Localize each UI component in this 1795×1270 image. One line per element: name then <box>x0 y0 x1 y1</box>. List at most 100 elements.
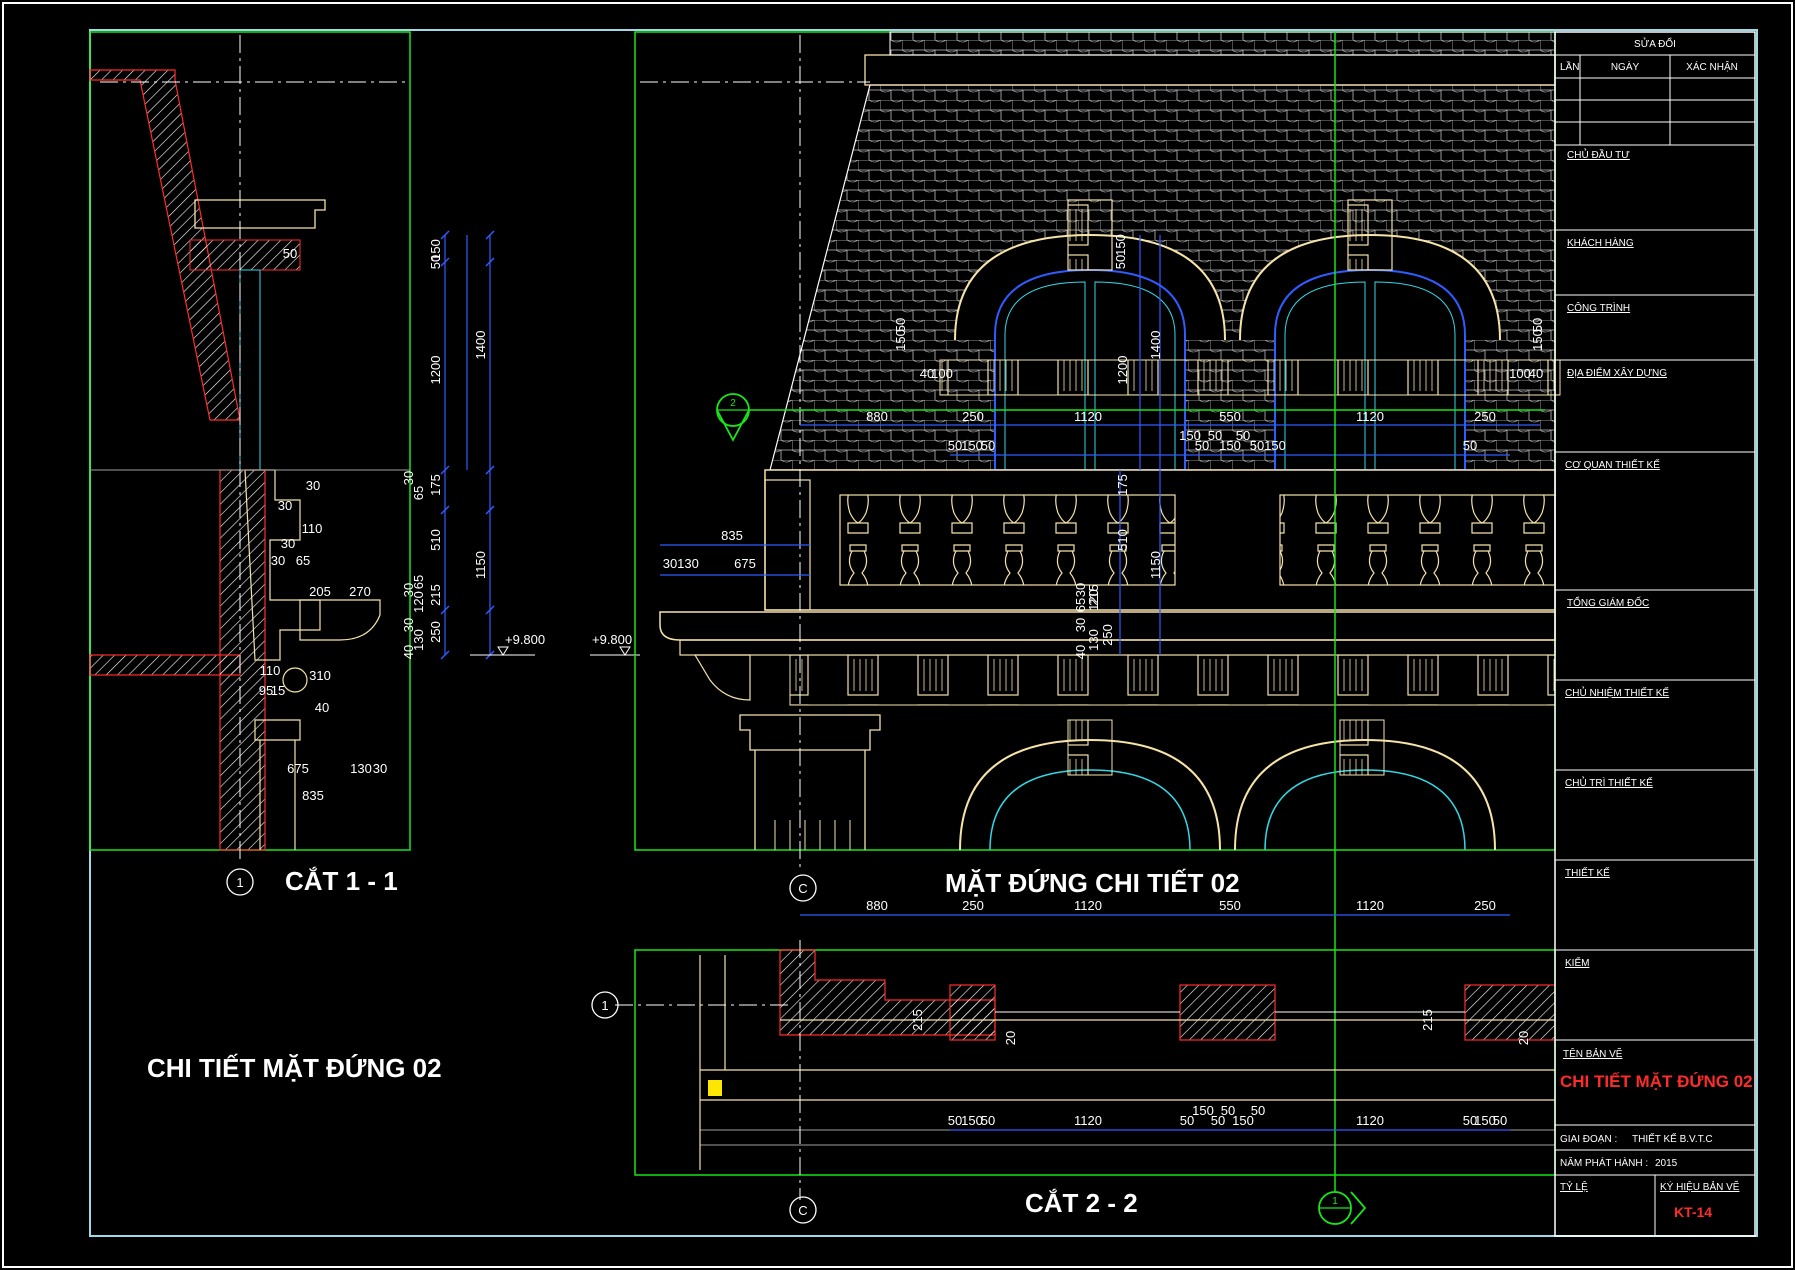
tb-rev-col-1: LẦN <box>1560 60 1579 73</box>
dim-label: 50 <box>1180 1113 1194 1128</box>
dim-label: 50 <box>283 246 297 261</box>
dim-label: 130 <box>411 629 426 651</box>
tb-rev-col-3: XÁC NHẬN <box>1686 60 1738 73</box>
dim-label: 30 <box>1073 583 1088 597</box>
tb-field: KIỂM <box>1565 956 1589 969</box>
dim-label: 150 <box>1192 1103 1214 1118</box>
tb-code-label: KÝ HIỆU BẢN VẼ <box>1660 1180 1740 1193</box>
dim-label: 1200 <box>428 356 443 385</box>
tb-revision-header: SỬA ĐỔI <box>1634 37 1676 50</box>
dim-label: 1120 <box>1356 1113 1384 1128</box>
tb-scale-label: TỶ LỆ <box>1560 1180 1588 1193</box>
dim-label: 150 <box>1530 329 1545 351</box>
dim-label: 175 <box>1115 474 1130 496</box>
dim-label: 150 <box>1179 428 1201 443</box>
level-mark-section: +9.800 <box>470 632 545 656</box>
section-marker-1: 1 <box>1318 1191 1367 1225</box>
dim-label: 30 <box>281 536 295 551</box>
tb-year-label: NĂM PHÁT HÀNH : <box>1560 1156 1648 1169</box>
dim-label: 150 <box>428 239 443 261</box>
dim-label: 835 <box>721 528 743 543</box>
dim-label: 50 <box>1250 438 1264 453</box>
dim-label: 1150 <box>473 551 488 579</box>
dim-label: 30 <box>1073 618 1088 632</box>
dim-label: 215 <box>1420 1009 1435 1031</box>
dim-label: 120 <box>411 591 426 613</box>
tb-drawing-name-label: TÊN BẢN VẼ <box>1563 1047 1623 1060</box>
dim-label: 215 <box>428 584 443 606</box>
dim-label: 130 <box>350 761 372 776</box>
dim-label: 50 <box>1211 1113 1225 1128</box>
dim-label: 150 <box>961 438 983 453</box>
grid-bubble-label: 1 <box>601 998 608 1013</box>
dim-label: 40 <box>401 645 416 659</box>
dim-label: 150 <box>1474 1113 1496 1128</box>
dim-label: 270 <box>349 584 371 599</box>
dim-label: 880 <box>866 409 888 424</box>
dim-label: 50 <box>428 255 443 269</box>
level-mark-elevation: +9.800 <box>590 632 640 656</box>
dim-label: 40 <box>920 366 934 381</box>
dim-label: 150 <box>893 329 908 351</box>
section-marker-2: 2 <box>716 393 750 442</box>
tb-field: CHỦ NHIỆM THIẾT KẾ <box>1565 686 1669 699</box>
dim-label: 65 <box>411 575 426 589</box>
dim-label: 175 <box>428 474 443 496</box>
dim-label: 150 <box>1219 438 1241 453</box>
dim-label: 550 <box>1219 409 1241 424</box>
dim-label: 250 <box>962 409 984 424</box>
title-section-2-2: CẮT 2 - 2 <box>1025 1188 1138 1218</box>
dim-label: 95 <box>259 683 273 698</box>
dim-label: 130 <box>1086 629 1101 651</box>
tb-rev-col-2: NGÀY <box>1611 60 1640 73</box>
dim-label: 50 <box>1251 1103 1265 1118</box>
dim-label: 20 <box>1516 1031 1531 1045</box>
title-section-1-1: CẮT 1 - 1 <box>285 866 398 896</box>
tb-field: CƠ QUAN THIẾT KẾ <box>1565 458 1660 471</box>
dim-label: 1120 <box>1074 898 1102 913</box>
dim-label: 250 <box>1100 624 1115 646</box>
dim-label: 120 <box>1086 589 1101 611</box>
dim-label: 215 <box>1086 584 1101 606</box>
title-drawing-main: CHI TIẾT MẶT ĐỨNG 02 <box>147 1053 442 1083</box>
dim-label: 1120 <box>1356 898 1384 913</box>
dim-label: 30 <box>271 553 285 568</box>
dim-label: 675 <box>287 761 309 776</box>
dim-label: 50 <box>1463 438 1477 453</box>
dim-label: 65 <box>1073 598 1088 612</box>
dim-label: 50 <box>1463 1113 1477 1128</box>
dim-label: 40 <box>1529 366 1543 381</box>
dim-label: 30 <box>401 583 416 597</box>
tb-field: THIẾT KẾ <box>1565 866 1610 879</box>
dim-label: 550 <box>1219 898 1241 913</box>
dim-label: 310 <box>309 668 331 683</box>
dim-label: 50 <box>981 438 995 453</box>
dim-label: 50 <box>1113 255 1128 269</box>
dim-label: 30 <box>278 498 292 513</box>
tb-field: CHỦ ĐẦU TƯ <box>1567 148 1630 161</box>
section-marker-label: 2 <box>730 398 736 409</box>
dim-label: 30 <box>663 556 677 571</box>
dim-label: 65 <box>296 553 310 568</box>
dim-label: 110 <box>260 663 281 678</box>
dim-label: 1400 <box>473 331 488 360</box>
dim-label: 1150 <box>1148 551 1163 579</box>
dim-label: 30 <box>401 471 416 485</box>
dim-label: 30 <box>306 478 320 493</box>
grid-bubble-label: C <box>798 881 807 896</box>
dim-label: 880 <box>866 898 888 913</box>
dim-label: 100 <box>931 366 953 381</box>
grid-bubble-1-section2: 1 <box>591 991 619 1019</box>
tb-stage-label: GIAI ĐOẠN : <box>1560 1134 1617 1145</box>
tb-code-value: KT-14 <box>1674 1204 1712 1220</box>
dim-label: 15 <box>271 683 285 698</box>
tb-year-value: 2015 <box>1655 1158 1678 1169</box>
dim-label: 50 <box>948 438 962 453</box>
